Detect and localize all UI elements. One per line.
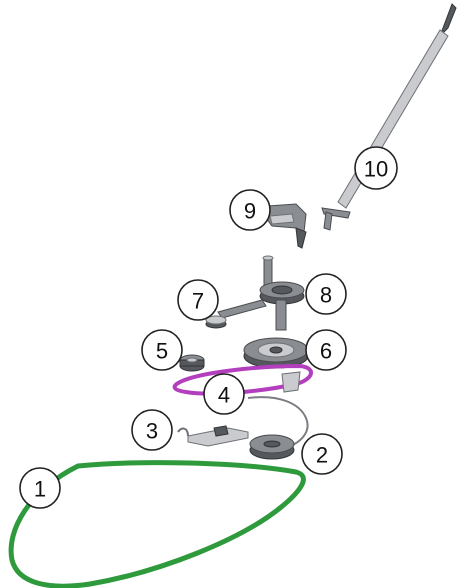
- callout-8: 8: [305, 273, 347, 315]
- callout-1: 1: [19, 467, 61, 509]
- callout-label: 9: [244, 199, 256, 224]
- part-upper-hub: [259, 255, 305, 331]
- part-small-pulley: [179, 354, 205, 372]
- callout-2: 2: [301, 433, 343, 475]
- callout-7: 7: [177, 279, 219, 321]
- callout-9: 9: [229, 189, 271, 231]
- callout-label: 3: [146, 419, 158, 444]
- callout-4: 4: [203, 373, 245, 415]
- part-rod: [321, 3, 457, 231]
- drive-belt: [8, 460, 306, 588]
- part-belt-bracket: [281, 371, 301, 393]
- callout-label: 6: [320, 339, 332, 364]
- callout-label: 10: [364, 157, 388, 182]
- callout-label: 7: [192, 289, 204, 314]
- part-idler-plate: [177, 396, 309, 449]
- part-bracket: [265, 203, 307, 249]
- part-arm: [205, 299, 267, 329]
- part-lower-pulley: [249, 434, 295, 460]
- callout-label: 4: [218, 383, 230, 408]
- callout-label: 5: [156, 339, 168, 364]
- callout-6: 6: [305, 329, 347, 371]
- callout-3: 3: [131, 409, 173, 451]
- callout-label: 2: [316, 443, 328, 468]
- callout-10: 10: [354, 146, 398, 190]
- part-large-pulley: [243, 337, 309, 369]
- callout-5: 5: [141, 329, 183, 371]
- callout-label: 1: [34, 477, 46, 502]
- callout-label: 8: [320, 283, 332, 308]
